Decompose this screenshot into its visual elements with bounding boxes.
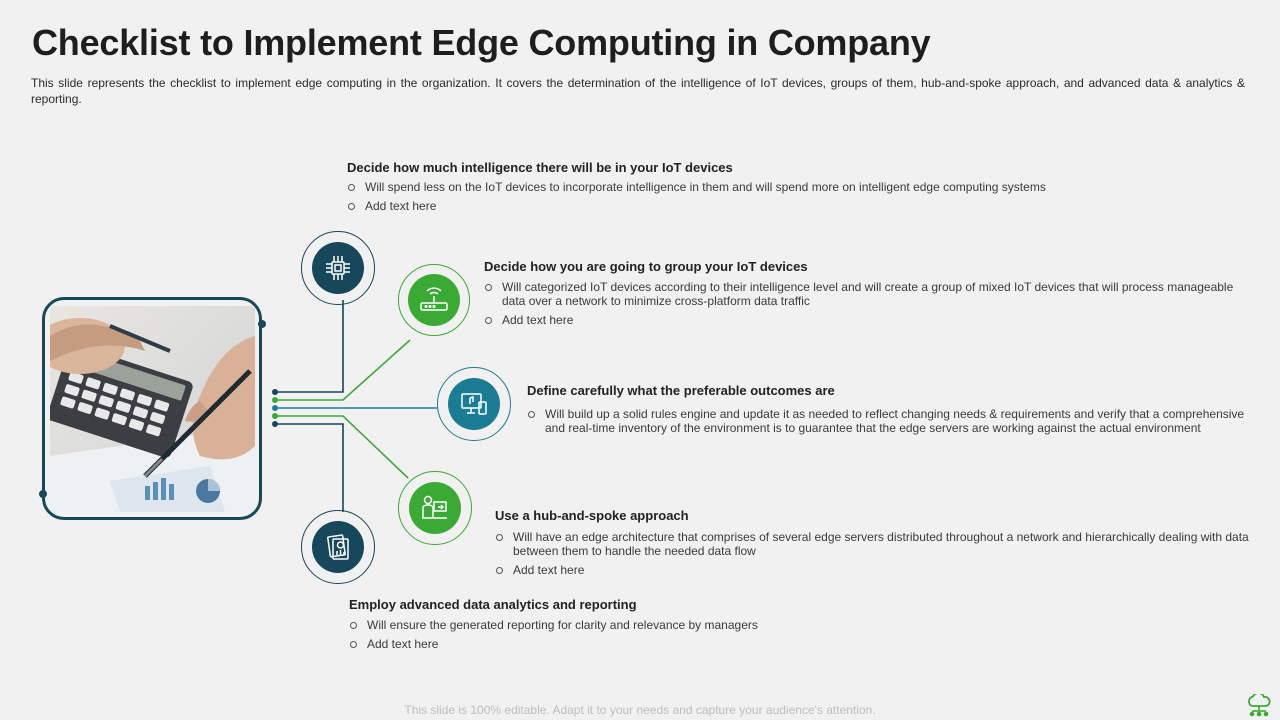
- item-5-icon-circle: [301, 510, 375, 584]
- list-item: Add text here: [495, 563, 1255, 577]
- item-4-bullets: Will have an edge architecture that comp…: [495, 530, 1255, 582]
- frame-dot-bottom: [39, 490, 47, 498]
- page-title: Checklist to Implement Edge Computing in…: [32, 22, 931, 63]
- calculator-photo: [50, 306, 255, 512]
- list-item: Add text here: [484, 313, 1244, 327]
- list-item: Will categorized IoT devices according t…: [484, 280, 1244, 308]
- list-item: Add text here: [349, 637, 1049, 651]
- list-item: Will build up a solid rules engine and u…: [527, 407, 1252, 435]
- item-1-heading: Decide how much intelligence there will …: [347, 160, 733, 175]
- item-3-bullets: Will build up a solid rules engine and u…: [527, 407, 1252, 440]
- footer-note: This slide is 100% editable. Adapt it to…: [404, 703, 876, 717]
- list-item: Will spend less on the IoT devices to in…: [347, 180, 1247, 194]
- item-3-icon-circle: [437, 367, 511, 441]
- item-5-bullets: Will ensure the generated reporting for …: [349, 618, 1049, 656]
- frame-dot-top: [258, 320, 266, 328]
- item-1-icon-circle: [301, 231, 375, 305]
- item-2-icon-circle: [398, 264, 470, 336]
- item-4-heading: Use a hub-and-spoke approach: [495, 508, 689, 523]
- item-4-icon-circle: [398, 471, 472, 545]
- item-1-bullets: Will spend less on the IoT devices to in…: [347, 180, 1247, 218]
- item-5-heading: Employ advanced data analytics and repor…: [349, 597, 637, 612]
- item-3-heading: Define carefully what the preferable out…: [527, 383, 835, 398]
- list-item: Add text here: [347, 199, 1247, 213]
- item-2-heading: Decide how you are going to group your I…: [484, 259, 808, 274]
- item-2-bullets: Will categorized IoT devices according t…: [484, 280, 1244, 332]
- cloud-network-logo-icon: [1248, 694, 1271, 717]
- list-item: Will ensure the generated reporting for …: [349, 618, 1049, 632]
- list-item: Will have an edge architecture that comp…: [495, 530, 1255, 558]
- page-subtitle: This slide represents the checklist to i…: [31, 76, 1245, 106]
